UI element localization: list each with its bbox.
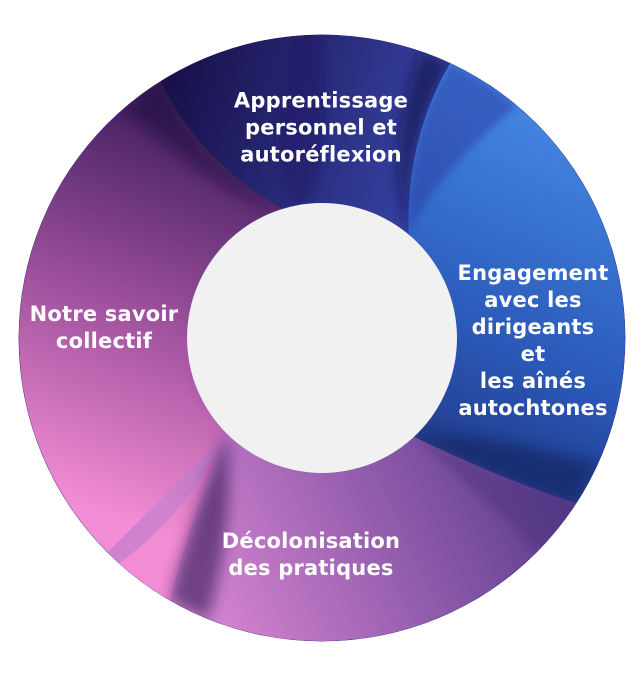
segment-left-tip bbox=[119, 433, 227, 601]
segment-label-left: Notre savoir collectif bbox=[29, 302, 179, 353]
segment-label-top: Apprentissage personnel et autoréflexion bbox=[233, 88, 409, 167]
fold-right bbox=[408, 63, 517, 235]
shadow-right-edge bbox=[398, 51, 450, 235]
shadow-left-edge bbox=[170, 433, 229, 619]
shadow-top-edge bbox=[123, 81, 283, 209]
fold-bottom bbox=[414, 436, 576, 553]
center-circle bbox=[187, 203, 457, 473]
shadow-bottom-edge bbox=[414, 434, 599, 503]
segment-label-bottom: Décolonisation des pratiques bbox=[221, 529, 401, 580]
segment-label-right: Engagement avec les dirigeants et les aî… bbox=[457, 261, 609, 420]
fold-top bbox=[279, 35, 325, 207]
